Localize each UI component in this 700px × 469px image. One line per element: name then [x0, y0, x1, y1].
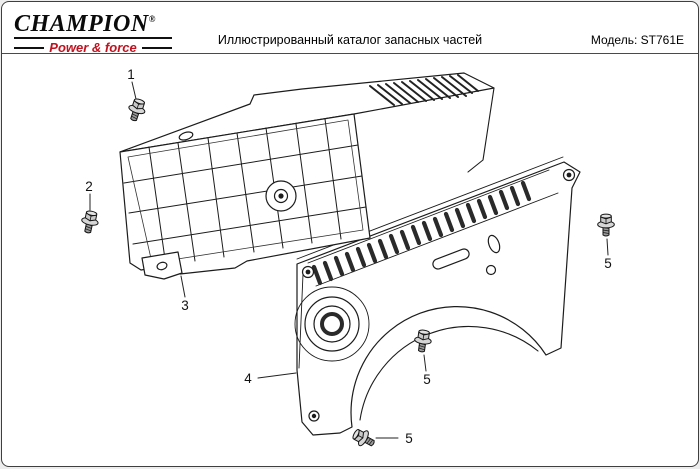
- callout-5-bottom: 5: [375, 431, 413, 446]
- champion-logo: CHAMPION® Power & force: [14, 7, 172, 55]
- logo-wordmark: CHAMPION®: [14, 7, 172, 39]
- callout-5-middle: 5: [423, 354, 431, 387]
- cooling-fins: [369, 74, 479, 106]
- callout-4: 4: [244, 371, 297, 386]
- callout-label: 4: [244, 371, 252, 386]
- callout-label: 3: [181, 298, 189, 313]
- center-boss: [265, 180, 297, 212]
- bolt-icon: [78, 209, 101, 235]
- callout-1: 1: [127, 67, 137, 100]
- hub-bearing: [294, 286, 370, 362]
- page-title: Иллюстрированный каталог запасных частей: [217, 33, 483, 47]
- page-header: CHAMPION® Power & force Иллюстрированный…: [2, 2, 698, 55]
- bolt-icon: [124, 96, 149, 124]
- model-label: Модель: ST761E: [590, 33, 684, 47]
- callout-label: 5: [604, 256, 612, 271]
- callout-3: 3: [180, 275, 189, 313]
- callout-label: 2: [85, 179, 93, 194]
- callout-5-right: 5: [604, 238, 612, 271]
- callout-label: 1: [127, 67, 135, 82]
- part-belt-cover: [119, 72, 495, 280]
- callout-2: 2: [85, 179, 93, 211]
- part-side-plate: [294, 156, 581, 436]
- registered-mark: ®: [148, 14, 156, 24]
- bolt-icon: [412, 328, 434, 354]
- bolt-icon: [597, 213, 615, 237]
- vent-slots: [311, 180, 532, 286]
- logo-text: CHAMPION: [14, 11, 149, 37]
- callout-label: 5: [405, 431, 413, 446]
- callout-label: 5: [423, 372, 431, 387]
- bolt-icon: [349, 425, 378, 452]
- logo-tagline: Power & force: [14, 40, 172, 55]
